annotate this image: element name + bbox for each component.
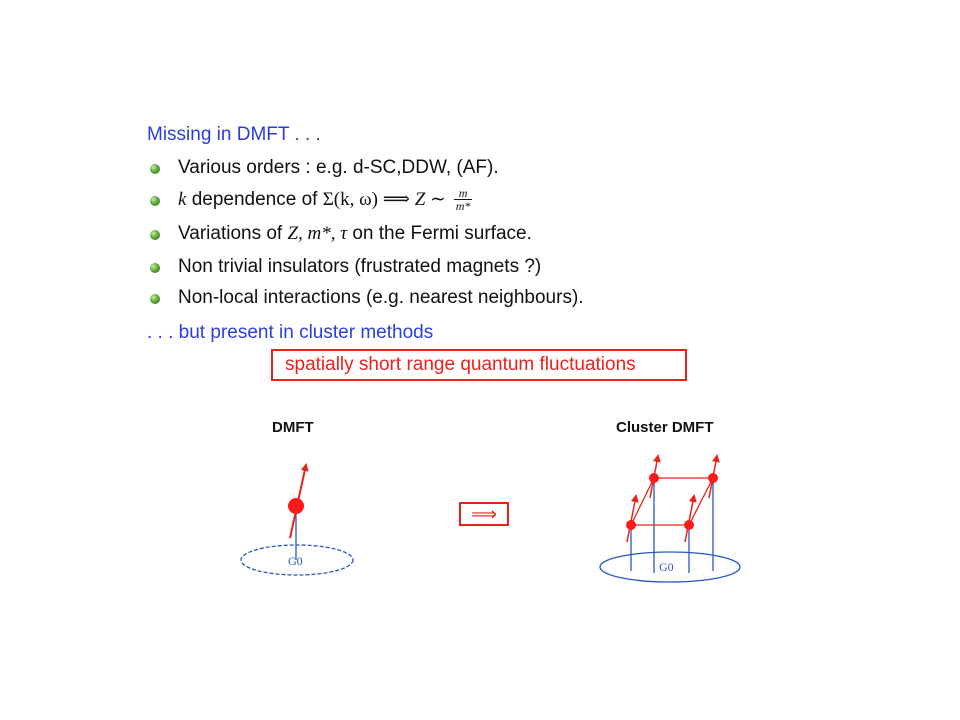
spin-arrow-cluster bbox=[684, 494, 697, 543]
z-symbol: Z bbox=[414, 189, 426, 210]
implies-arrow: ⟹ bbox=[377, 189, 415, 210]
missing-heading: Missing in DMFT . . . bbox=[147, 124, 321, 145]
bullet-icon bbox=[150, 263, 160, 273]
bullet-text: Various orders : e.g. d-SC,DDW, (AF). bbox=[178, 157, 499, 178]
bath-ellipse-right bbox=[599, 551, 741, 583]
sim-symbol: ∼ bbox=[425, 189, 451, 210]
bullet-text: Non-local interactions (e.g. nearest nei… bbox=[178, 287, 584, 308]
variations-text: Variations of bbox=[178, 223, 288, 244]
bullet-text: Non trivial insulators (frustrated magne… bbox=[178, 256, 542, 277]
implies-symbol: ⟹ bbox=[471, 504, 497, 525]
cluster-site bbox=[649, 473, 659, 483]
bullet-icon bbox=[150, 230, 160, 240]
bath-label-right: G0 bbox=[659, 560, 674, 574]
cluster-site bbox=[708, 473, 718, 483]
cluster-dmft-title: Cluster DMFT bbox=[616, 419, 714, 436]
k-symbol: k bbox=[178, 189, 187, 210]
highlight-box: spatially short range quantum fluctuatio… bbox=[271, 349, 687, 381]
dmft-diagram: G0 bbox=[240, 463, 354, 576]
variations-math: Z, m*, τ bbox=[287, 223, 348, 244]
cluster-site bbox=[626, 520, 636, 530]
cluster-site bbox=[684, 520, 694, 530]
bath-ellipse-left bbox=[240, 544, 354, 576]
present-in-cluster-text: . . . but present in cluster methods bbox=[147, 322, 434, 343]
dependence-text: dependence of bbox=[186, 189, 323, 210]
implies-box: ⟹ bbox=[459, 502, 509, 526]
fraction-denominator: m* bbox=[455, 199, 471, 214]
fraction-numerator: m bbox=[453, 187, 473, 201]
dmft-title: DMFT bbox=[272, 419, 314, 436]
bullet-text: Variations of Z, m*, τ on the Fermi surf… bbox=[178, 221, 532, 247]
bullet-icon bbox=[150, 196, 160, 206]
variations-text-end: on the Fermi surface. bbox=[347, 223, 532, 244]
impurity-site bbox=[288, 498, 304, 514]
bath-label-left: G0 bbox=[288, 554, 303, 568]
spin-arrow-cluster bbox=[626, 494, 639, 543]
cluster-dmft-diagram: G0 bbox=[599, 454, 741, 583]
sigma-expression: Σ(k, ω) bbox=[322, 189, 378, 210]
bullet-icon bbox=[150, 164, 160, 174]
bullet-icon bbox=[150, 294, 160, 304]
